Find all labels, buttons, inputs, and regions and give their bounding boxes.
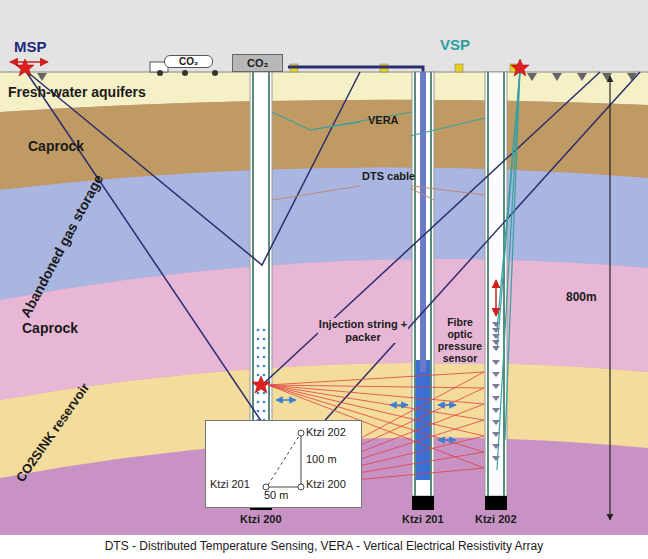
- sensor-label: VERA: [368, 114, 399, 126]
- inset-label: Ktzi 202: [306, 426, 346, 438]
- method-label: MSP: [14, 38, 47, 55]
- inset-label: Ktzi 201: [210, 478, 250, 490]
- layer-label: Caprock: [22, 320, 78, 336]
- method-label: VSP: [440, 36, 470, 53]
- well-plan-inset: Ktzi 202 100 m Ktzi 201 50 m Ktzi 200: [205, 420, 362, 508]
- caption: DTS - Distributed Temperature Sensing, V…: [105, 539, 544, 553]
- inset-label: 50 m: [264, 489, 288, 501]
- box-label: CO₂: [247, 57, 268, 69]
- sensor-label: DTS cable: [362, 170, 415, 182]
- inset-label: 100 m: [306, 453, 337, 465]
- co2-storage-box: CO₂: [232, 54, 283, 72]
- layer-label: Caprock: [28, 138, 84, 154]
- well-label: Ktzi 202: [475, 513, 517, 525]
- layer-label: Fresh-water aquifers: [8, 84, 146, 100]
- tanker-box: CO₂: [164, 55, 213, 68]
- component-label: Injection string + packer: [318, 318, 408, 343]
- dimension-label: 800m: [566, 290, 597, 304]
- component-label: Fibre optic pressure sensor: [436, 316, 484, 364]
- box-label: CO₂: [179, 56, 198, 67]
- layer-band: Caprock: [28, 138, 84, 154]
- inset-label: Ktzi 200: [306, 478, 346, 490]
- layer-band: Fresh-water aquifers: [8, 84, 146, 100]
- layer-band: Caprock: [22, 320, 78, 336]
- well-label: Ktzi 201: [402, 513, 444, 525]
- well-label: Ktzi 200: [240, 513, 282, 525]
